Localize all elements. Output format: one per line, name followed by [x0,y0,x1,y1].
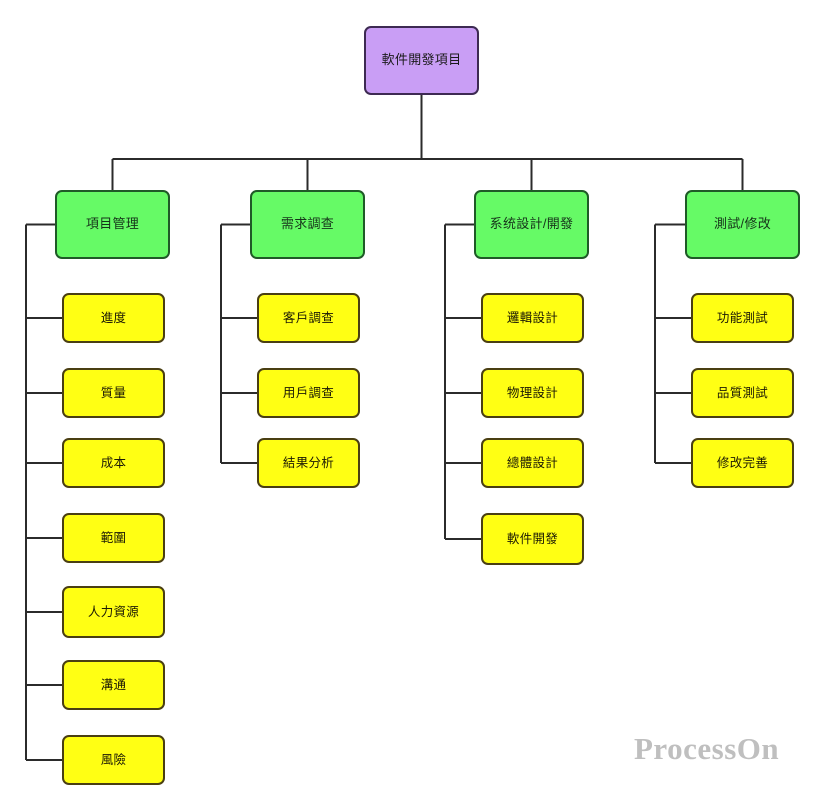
node-leaf-1-4[interactable]: 範圍 [62,513,165,563]
node-label: 測試/修改 [713,216,772,232]
node-leaf-1-7[interactable]: 風險 [62,735,165,785]
node-label: 人力資源 [87,604,140,619]
node-leaf-3-4[interactable]: 軟件開發 [481,513,584,565]
node-label: 溝通 [100,677,127,692]
node-label: 總體設計 [506,455,559,470]
node-label: 風險 [100,752,127,767]
node-label: 項目管理 [85,216,140,232]
node-label: 客戶調查 [282,310,335,325]
node-label: 質量 [100,385,127,400]
processon-watermark: ProcessOn [634,731,780,766]
node-leaf-1-1[interactable]: 進度 [62,293,165,343]
node-label: 軟件開發 [506,531,559,546]
node-leaf-3-3[interactable]: 總體設計 [481,438,584,488]
node-root-software-project[interactable]: 軟件開發項目 [364,26,479,95]
node-leaf-1-2[interactable]: 質量 [62,368,165,418]
node-label: 用戶調查 [282,385,335,400]
node-leaf-2-2[interactable]: 用戶調查 [257,368,360,418]
node-leaf-1-3[interactable]: 成本 [62,438,165,488]
node-branch-1[interactable]: 項目管理 [55,190,170,259]
node-leaf-4-1[interactable]: 功能測試 [691,293,794,343]
node-label: 功能測試 [716,310,769,325]
node-label: 需求調查 [280,216,335,232]
node-label: 系统設計/開發 [489,216,574,232]
node-leaf-2-3[interactable]: 結果分析 [257,438,360,488]
node-label: 軟件開發項目 [381,52,462,68]
node-leaf-3-2[interactable]: 物理設計 [481,368,584,418]
node-label: 物理設計 [506,385,559,400]
node-label: 結果分析 [282,455,335,470]
node-label: 邏輯設計 [506,310,559,325]
node-leaf-2-1[interactable]: 客戶調查 [257,293,360,343]
node-label: 範圍 [100,530,127,545]
node-branch-2[interactable]: 需求調查 [250,190,365,259]
node-leaf-4-2[interactable]: 品質測試 [691,368,794,418]
node-leaf-3-1[interactable]: 邏輯設計 [481,293,584,343]
node-label: 成本 [100,455,127,470]
node-label: 進度 [100,310,127,325]
node-label: 品質測試 [716,385,769,400]
node-leaf-1-5[interactable]: 人力資源 [62,586,165,638]
node-leaf-1-6[interactable]: 溝通 [62,660,165,710]
node-branch-4[interactable]: 測試/修改 [685,190,800,259]
node-branch-3[interactable]: 系统設計/開發 [474,190,589,259]
node-label: 修改完善 [716,455,769,470]
node-leaf-4-3[interactable]: 修改完善 [691,438,794,488]
